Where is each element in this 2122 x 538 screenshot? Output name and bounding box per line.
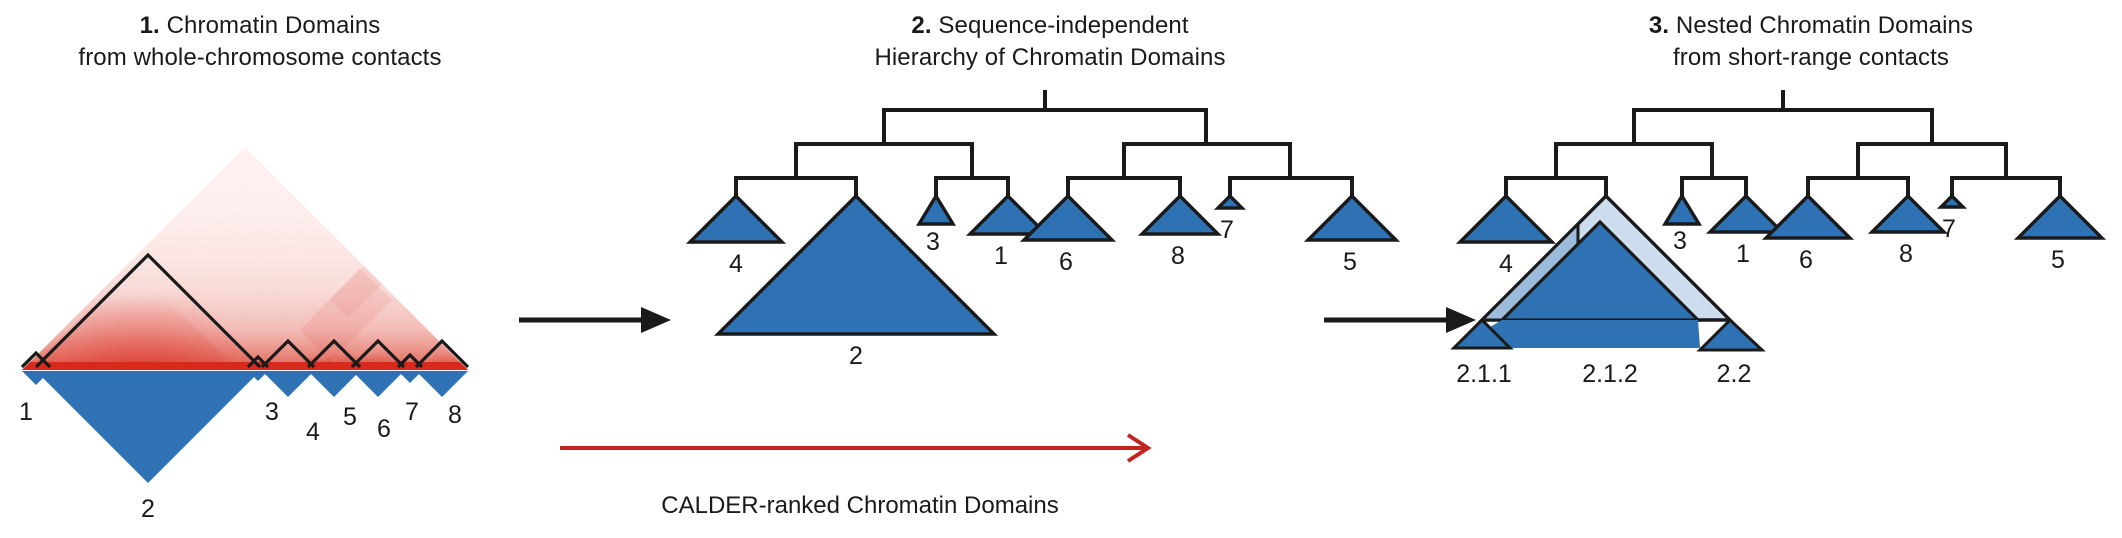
panel-3-number: 3. (1648, 12, 1670, 39)
nested-base-left (1450, 317, 1514, 350)
arrow-panel1-to-panel2 (519, 307, 671, 333)
leaf-triangle-2 (713, 193, 999, 336)
domain-label-2: 2 (141, 495, 155, 523)
leaf-label-4: 4 (1499, 250, 1513, 278)
dendrogram-links (734, 90, 1354, 198)
leaf-label-1: 1 (1736, 240, 1750, 268)
domain-triangle-5 (308, 371, 360, 397)
panel-nested-domains: 3. Nested Chromatin Domains from short-ra… (1450, 0, 2122, 538)
domain-triangle-7 (398, 371, 422, 383)
domain-triangle-8 (416, 371, 468, 397)
leaf-label-8: 8 (1171, 242, 1185, 270)
panel-2-graphic: 4 2 3 1 6 8 7 5 (560, 90, 1401, 463)
panel-2-title-line2: Hierarchy of Chromatin Domains (874, 43, 1226, 71)
domain-label-1: 1 (19, 398, 33, 426)
panel-1-title-line1: Chromatin Domains (166, 12, 381, 39)
leaf-label-3: 3 (1673, 227, 1687, 255)
panel-1-title-line2: from whole-chromosome contacts (78, 43, 442, 71)
leaf-triangle-7 (1213, 193, 1247, 210)
leaf-label-7: 7 (1942, 215, 1956, 243)
leaf-label-3: 3 (926, 228, 940, 256)
leaf-triangle-8 (1137, 193, 1223, 236)
nested-triangle-2-2 (1696, 317, 1766, 352)
panel-3-nested-labels: 2.1.1 2.1.2 2.2 (1456, 360, 1751, 388)
leaf-label-6: 6 (1059, 248, 1073, 276)
leaf-triangle-6 (1761, 193, 1855, 240)
domain-triangle-6 (352, 371, 404, 397)
panel-1-domain-labels: 1 2 3 4 5 6 7 8 (19, 398, 462, 523)
domain-triangle-4 (262, 371, 314, 397)
nested-label-2-1-2: 2.1.2 (1582, 360, 1638, 388)
leaf-triangle-4 (1455, 193, 1557, 244)
dendrogram-links (1504, 90, 2062, 198)
dendrogram-leaf-triangles (1455, 192, 2107, 244)
dendrogram-leaf-triangles (685, 192, 1401, 336)
nested-domain-2-group (1450, 193, 1766, 352)
leaf-triangle-4 (685, 193, 787, 244)
calder-rank-arrow (560, 433, 1152, 463)
leaf-label-5: 5 (1343, 248, 1357, 276)
leaf-label-2: 2 (849, 342, 863, 370)
leaf-label-8: 8 (1899, 240, 1913, 268)
panel-1-number: 1. (139, 12, 160, 39)
leaf-triangle-5 (1303, 193, 1401, 242)
nested-label-2-1-1: 2.1.1 (1456, 360, 1512, 388)
domain-label-3: 3 (265, 398, 279, 426)
panel-3-graphic: 4 3 1 6 8 7 5 2.1.1 2.1.2 2.2 (1450, 90, 2107, 388)
calder-rank-caption: CALDER-ranked Chromatin Domains (661, 492, 1059, 519)
panel-1-graphic: 1 2 3 4 5 6 7 8 (19, 147, 470, 523)
leaf-label-1: 1 (994, 242, 1008, 270)
leaf-triangle-5 (2013, 193, 2107, 240)
leaf-triangle-3 (915, 192, 957, 226)
panel-3-leaf-labels: 4 3 1 6 8 7 5 (1499, 215, 2065, 278)
domain-outline-triangles (20, 252, 470, 369)
domain-label-8: 8 (448, 401, 462, 429)
leaf-triangle-7 (1936, 193, 1968, 209)
panel-2-title-line1: Sequence-independent (938, 12, 1189, 39)
domain-triangle-2 (36, 371, 260, 483)
leaf-label-7: 7 (1220, 216, 1234, 244)
leaf-label-4: 4 (729, 250, 743, 278)
leaf-label-6: 6 (1799, 246, 1813, 274)
panel-1-title: 1. Chromatin Domains from whole-chromosom… (0, 10, 520, 73)
panel-2-leaf-labels: 4 2 3 1 6 8 7 5 (729, 216, 1357, 370)
domain-triangle-3 (248, 371, 268, 381)
panel-chromatin-domains: 1. Chromatin Domains from whole-chromosom… (0, 0, 520, 538)
domain-label-4: 4 (306, 418, 320, 446)
domain-label-5: 5 (343, 403, 357, 431)
domain-label-7: 7 (405, 398, 419, 426)
panel-3-title: 3. Nested Chromatin Domains from short-ra… (1500, 10, 2122, 73)
nested-base-fill (1454, 320, 1700, 348)
hic-heatmap (22, 147, 468, 370)
domain-filled-triangles (22, 371, 468, 483)
leaf-label-5: 5 (2051, 246, 2065, 274)
domain-label-6: 6 (377, 415, 391, 443)
arrow-panel2-to-panel3 (1324, 307, 1476, 333)
leaf-triangle-1 (965, 193, 1051, 236)
leaf-triangle-6 (1019, 193, 1117, 242)
panel-2-number: 2. (911, 12, 932, 39)
leaf-triangle-1 (1705, 193, 1787, 234)
nested-label-2-2: 2.2 (1717, 360, 1752, 388)
panel-3-title-line2: from short-range contacts (1673, 43, 1949, 71)
leaf-triangle-8 (1867, 193, 1949, 234)
leaf-triangle-3 (1661, 192, 1703, 226)
panel-3-title-line1: Nested Chromatin Domains (1675, 12, 1974, 39)
